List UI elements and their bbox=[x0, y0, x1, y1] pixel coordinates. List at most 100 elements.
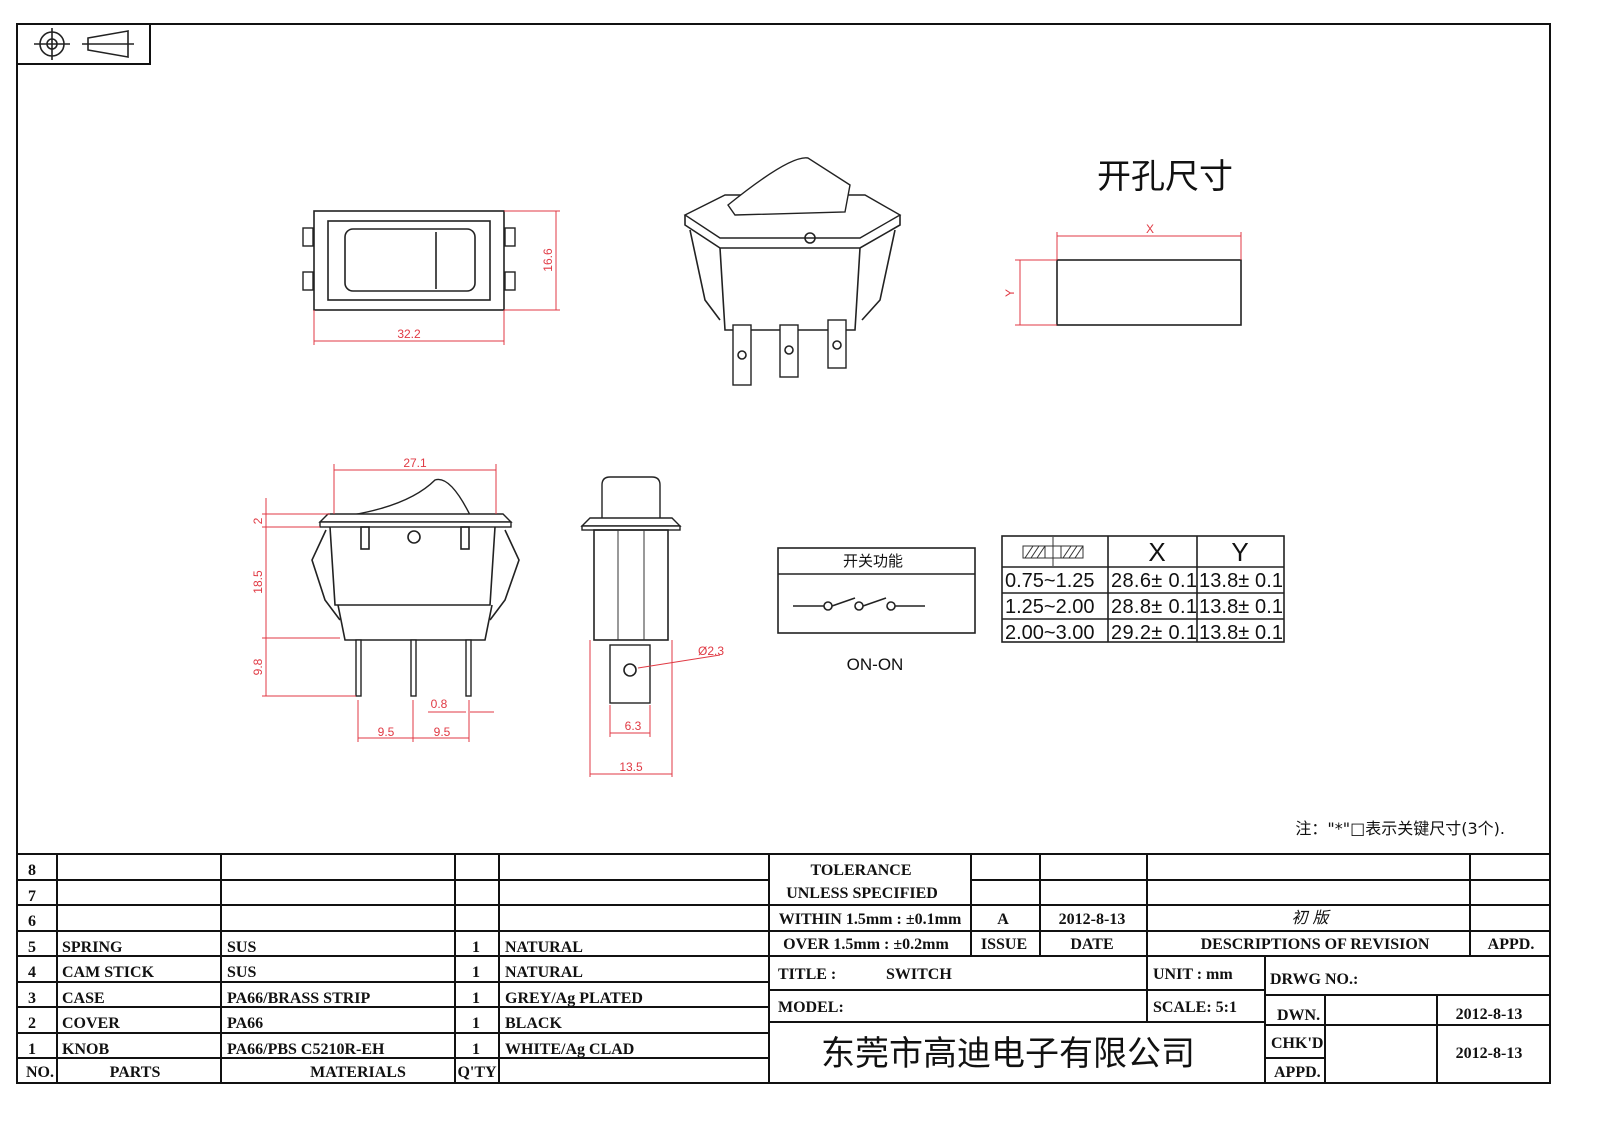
issue-value: A bbox=[997, 911, 1009, 928]
unless-specified-label: UNLESS SPECIFIED bbox=[786, 885, 938, 902]
side-view: Ø2.3 6.3 13.5 bbox=[580, 476, 724, 777]
note-text: 注："*"□表示关键尺寸(3个). bbox=[1295, 819, 1505, 838]
parts-table-row: 3 CASE PA66/BRASS STRIP 1 GREY/Ag PLATED bbox=[28, 990, 643, 1007]
parts-table-row: 7 bbox=[28, 888, 36, 905]
qty-cell: 1 bbox=[472, 990, 480, 1007]
header-no: NO. bbox=[26, 1064, 54, 1081]
no-cell: 7 bbox=[28, 888, 36, 905]
x-cell: 28.8± 0.1 bbox=[1111, 596, 1197, 618]
top-width-dim: 32.2 bbox=[397, 327, 421, 341]
cutout-title: 开孔尺寸 bbox=[1097, 157, 1233, 197]
qty-cell: 1 bbox=[472, 1015, 480, 1032]
material-cell: SUS bbox=[227, 964, 256, 981]
cutout-table-row: 0.75~1.25 28.6± 0.1 13.8± 0.1 bbox=[1005, 570, 1283, 592]
switch-function-box: 开关功能 ON-ON bbox=[777, 547, 976, 674]
top-height-dim: 16.6 bbox=[541, 248, 555, 272]
scale-label: SCALE: 5:1 bbox=[1153, 999, 1237, 1016]
y-cell: 13.8± 0.1 bbox=[1199, 570, 1283, 592]
no-cell: 4 bbox=[28, 964, 36, 981]
title-value: SWITCH bbox=[886, 966, 952, 983]
drawn-date: 2012-8-13 bbox=[1456, 1006, 1523, 1023]
top-view: 32.2 16.6 bbox=[302, 210, 560, 345]
no-cell: 3 bbox=[28, 990, 36, 1007]
qty-cell: 1 bbox=[472, 939, 480, 956]
finish-cell: BLACK bbox=[505, 1015, 562, 1032]
cutout-table-row: 2.00~3.00 29.2± 0.1 13.8± 0.1 bbox=[1005, 622, 1283, 644]
material-cell: PA66/BRASS STRIP bbox=[227, 990, 371, 1007]
pitch-left-dim: 9.5 bbox=[378, 725, 395, 739]
header-qty: Q'TY bbox=[457, 1064, 497, 1081]
part-cell: CAM STICK bbox=[62, 964, 155, 981]
header-materials: MATERIALS bbox=[310, 1064, 406, 1081]
title-label: TITLE : bbox=[778, 966, 836, 983]
knob-height-dim: 2 bbox=[251, 517, 265, 524]
material-cell: PA66/PBS C5210R-EH bbox=[227, 1041, 385, 1058]
front-view: 27.1 2 18.5 9.8 9.5 9.5 0.8 bbox=[251, 456, 520, 742]
switch-function-title: 开关功能 bbox=[843, 552, 903, 570]
pitch-right-dim: 9.5 bbox=[434, 725, 451, 739]
tolerance-within: WITHIN 1.5mm : ±0.1mm bbox=[779, 911, 962, 928]
terminal-length-dim: 9.8 bbox=[251, 658, 265, 675]
finish-cell: GREY/Ag PLATED bbox=[505, 990, 643, 1007]
body-height-dim: 18.5 bbox=[251, 570, 265, 594]
revision-date: 2012-8-13 bbox=[1059, 911, 1126, 928]
thickness-cell: 0.75~1.25 bbox=[1005, 570, 1095, 592]
cutout-table-header-x: X bbox=[1148, 537, 1165, 567]
switch-function-label: ON-ON bbox=[847, 655, 904, 674]
appd-label: APPD. bbox=[1488, 936, 1535, 953]
no-cell: 6 bbox=[28, 913, 36, 930]
checked-label: CHK'D bbox=[1271, 1035, 1323, 1052]
parts-table-header: NO. PARTS MATERIALS Q'TY bbox=[26, 1064, 497, 1081]
approved-label: APPD. bbox=[1274, 1064, 1321, 1081]
cutout-x-label: X bbox=[1146, 222, 1154, 236]
drawing-number-label: DRWG NO.: bbox=[1270, 971, 1358, 988]
part-cell: CASE bbox=[62, 990, 105, 1007]
overall-width-dim: 13.5 bbox=[619, 760, 643, 774]
hole-diameter-dim: Ø2.3 bbox=[698, 644, 724, 658]
no-cell: 2 bbox=[28, 1015, 36, 1032]
finish-cell: NATURAL bbox=[505, 939, 583, 956]
no-cell: 1 bbox=[28, 1041, 36, 1058]
finish-cell: NATURAL bbox=[505, 964, 583, 981]
date-label: DATE bbox=[1070, 936, 1113, 953]
no-cell: 8 bbox=[28, 862, 36, 879]
cutout-view: 开孔尺寸 X Y bbox=[1003, 157, 1242, 326]
unit-label: UNIT : mm bbox=[1153, 966, 1233, 983]
title-block: TOLERANCE UNLESS SPECIFIED WITHIN 1.5mm … bbox=[768, 854, 1550, 1083]
x-cell: 28.6± 0.1 bbox=[1111, 570, 1197, 592]
thickness-cell: 1.25~2.00 bbox=[1005, 596, 1095, 618]
isometric-view bbox=[683, 157, 902, 386]
thickness-cell: 2.00~3.00 bbox=[1005, 622, 1095, 644]
y-cell: 13.8± 0.1 bbox=[1199, 596, 1283, 618]
part-cell: COVER bbox=[62, 1015, 120, 1032]
projection-symbol-icon bbox=[16, 23, 151, 65]
y-cell: 13.8± 0.1 bbox=[1199, 622, 1283, 644]
tolerance-label: TOLERANCE bbox=[810, 862, 911, 879]
terminal-thickness-dim: 0.8 bbox=[431, 697, 448, 711]
company-name: 东莞市高迪电子有限公司 bbox=[821, 1034, 1195, 1074]
parts-table-row: 8 bbox=[28, 862, 36, 879]
drawing-frame bbox=[16, 23, 1551, 1084]
material-cell: SUS bbox=[227, 939, 256, 956]
revision-label: DESCRIPTIONS OF REVISION bbox=[1201, 936, 1430, 953]
qty-cell: 1 bbox=[472, 1041, 480, 1058]
cutout-table-header-y: Y bbox=[1231, 537, 1248, 567]
parts-table-grid bbox=[17, 854, 769, 1084]
no-cell: 5 bbox=[28, 939, 36, 956]
parts-table-row: 6 bbox=[28, 913, 36, 930]
finish-cell: WHITE/Ag CLAD bbox=[505, 1041, 634, 1058]
front-width-dim: 27.1 bbox=[403, 456, 427, 470]
on-on-schematic-icon bbox=[793, 597, 925, 611]
checked-date: 2012-8-13 bbox=[1456, 1045, 1523, 1062]
panel-thickness-icon bbox=[1022, 537, 1084, 566]
tolerance-over: OVER 1.5mm : ±0.2mm bbox=[783, 936, 949, 953]
issue-label: ISSUE bbox=[981, 936, 1027, 953]
cutout-table-row: 1.25~2.00 28.8± 0.1 13.8± 0.1 bbox=[1005, 596, 1283, 618]
model-label: MODEL: bbox=[778, 999, 844, 1016]
cutout-table: X Y 0.75~1.25 28.6± 0.1 13.8± 0.1 1.25~2… bbox=[1001, 535, 1285, 644]
